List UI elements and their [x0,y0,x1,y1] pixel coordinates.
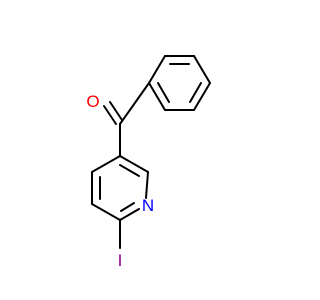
bond-ph-inner-3 [157,82,170,103]
bond-ph-c3-c4 [193,55,211,84]
oxygen-atom-label: O [86,92,99,111]
bond-ph-c4-c5 [193,82,211,111]
iodine-atom-label: I [118,251,123,270]
bond-py-c5-c6 [91,203,121,221]
nitrogen-atom-label: N [142,196,154,215]
bond-py-c3-c4 [91,155,121,173]
bond-py-inner-3 [119,164,140,177]
bond-ph-c6-c1 [148,82,166,111]
bond-py-c6-n [119,208,140,221]
bond-ketone-c-to-phenyl [119,82,150,125]
phenyl-ring [148,55,211,111]
bond-py-c2-c3 [119,155,149,173]
bond-ph-c1-c2 [148,55,166,84]
bond-py-inner-2 [120,202,135,212]
bond-ketone-c-o-2 [109,101,123,121]
bond-py-n-c2 [145,171,149,199]
molecule-structure-diagram: O N I [86,55,211,270]
bond-ph-inner-2 [189,82,202,103]
bond-ketone-c-o-1 [103,105,117,125]
pyridine-ring [91,155,149,249]
carbonyl-group [103,82,150,157]
